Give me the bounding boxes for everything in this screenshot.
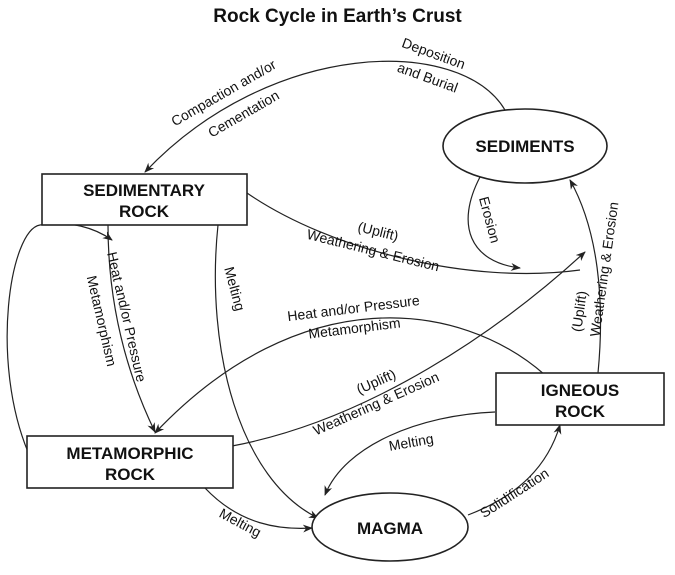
metamorphic-label-line1: METAMORPHIC [66,444,193,463]
arrow-igneous-to-sediments [569,179,602,374]
magma-label: MAGMA [357,519,423,538]
arrow-erosion-loop [467,176,521,271]
arrow-sedimentary-to-sediments [246,192,581,275]
label-melting-sedimentary: Melting [221,265,248,313]
arrow-igneous-to-metamorphic [154,317,546,434]
label-uplift-igneous-2: Weathering & Erosion [587,201,622,338]
arrow-magma-to-igneous [467,424,562,516]
node-igneous-rock [495,372,665,426]
node-sediments [442,108,608,184]
arrow-metamorphic-to-magma [204,487,313,533]
sedimentary-label-line1: SEDIMENTARY [83,181,206,200]
igneous-label-line1: IGNEOUS [541,381,619,400]
diagram-title: Rock Cycle in Earth’s Crust [213,6,462,27]
label-erosion: Erosion [476,195,504,245]
arrow-igneous-to-magma [324,411,496,496]
arrow-metamorphic-to-sedimentary [6,222,113,453]
arrow-sedimentary-to-magma [214,224,319,519]
arrow-sedimentary-to-metamorphic [107,224,156,433]
node-sedimentary-rock [41,173,248,226]
arrow-sediments-to-sedimentary [144,60,506,173]
metamorphic-label-line2: ROCK [105,465,156,484]
label-melting-metamorphic: Melting [217,505,264,540]
node-magma [311,492,469,562]
igneous-label-line2: ROCK [555,402,606,421]
arrow-metamorphic-to-sediments [231,251,586,447]
label-melting-igneous: Melting [388,430,435,454]
node-metamorphic-rock [26,435,234,489]
label-solidification: Solidification [477,465,552,521]
label-uplift-igneous-1: (Uplift) [568,290,590,333]
sedimentary-label-line2: ROCK [119,202,170,221]
sediments-label: SEDIMENTS [475,137,574,156]
